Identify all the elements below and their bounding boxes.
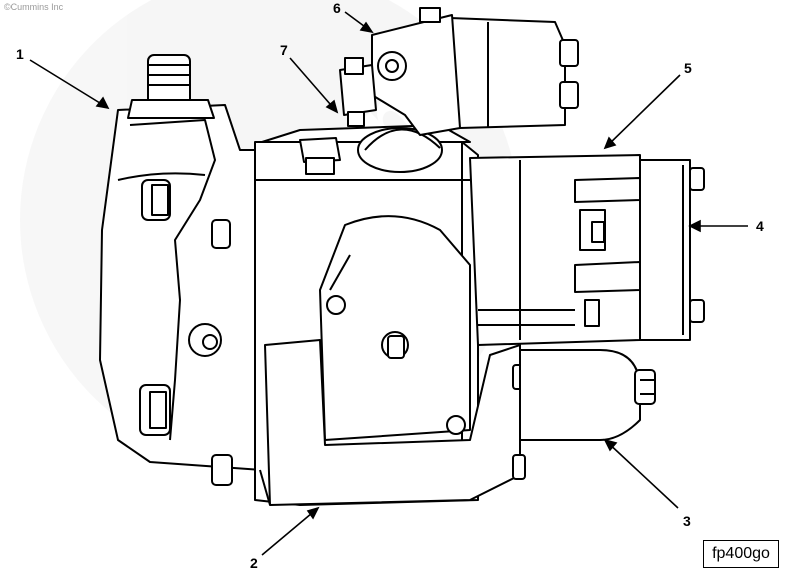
leader-2 bbox=[261, 507, 319, 556]
bolt-shape bbox=[141, 179, 171, 221]
bolt-shape bbox=[446, 415, 466, 435]
bolt-shape bbox=[689, 299, 705, 323]
shutoff-valve bbox=[519, 349, 641, 441]
bolt-shape bbox=[512, 454, 526, 480]
solenoid-body bbox=[449, 17, 566, 129]
bolt-shape bbox=[377, 51, 407, 81]
copyright-notice: ©Cummins Inc bbox=[4, 2, 64, 12]
leader-7 bbox=[289, 57, 338, 113]
bolt-shape bbox=[689, 167, 705, 191]
figure-code-label: fp400go bbox=[703, 540, 779, 568]
solenoid-terminal bbox=[559, 81, 579, 109]
bolt-shape bbox=[139, 384, 171, 436]
bolt-shape bbox=[299, 137, 341, 163]
callout-7: 7 bbox=[280, 42, 288, 58]
callout-2: 2 bbox=[250, 555, 258, 571]
leader-1 bbox=[29, 59, 109, 109]
bolt-shape bbox=[211, 219, 231, 249]
rear-housing bbox=[99, 104, 263, 471]
callout-6: 6 bbox=[333, 0, 341, 16]
bolt-shape bbox=[211, 454, 233, 486]
callout-1: 1 bbox=[16, 46, 24, 62]
governor-cover bbox=[319, 215, 471, 441]
top-cap bbox=[357, 127, 443, 173]
leader-3 bbox=[604, 439, 679, 509]
inlet-fitting bbox=[147, 54, 191, 106]
leader-lines bbox=[29, 11, 748, 556]
callout-5: 5 bbox=[684, 60, 692, 76]
pump-body bbox=[99, 7, 705, 506]
callout-3: 3 bbox=[683, 513, 691, 529]
callout-4: 4 bbox=[756, 218, 764, 234]
solenoid-terminal bbox=[559, 39, 579, 67]
lower-housing bbox=[264, 339, 521, 506]
end-plate bbox=[639, 159, 691, 341]
bolt-shape bbox=[326, 295, 346, 315]
leader-5 bbox=[604, 74, 681, 149]
